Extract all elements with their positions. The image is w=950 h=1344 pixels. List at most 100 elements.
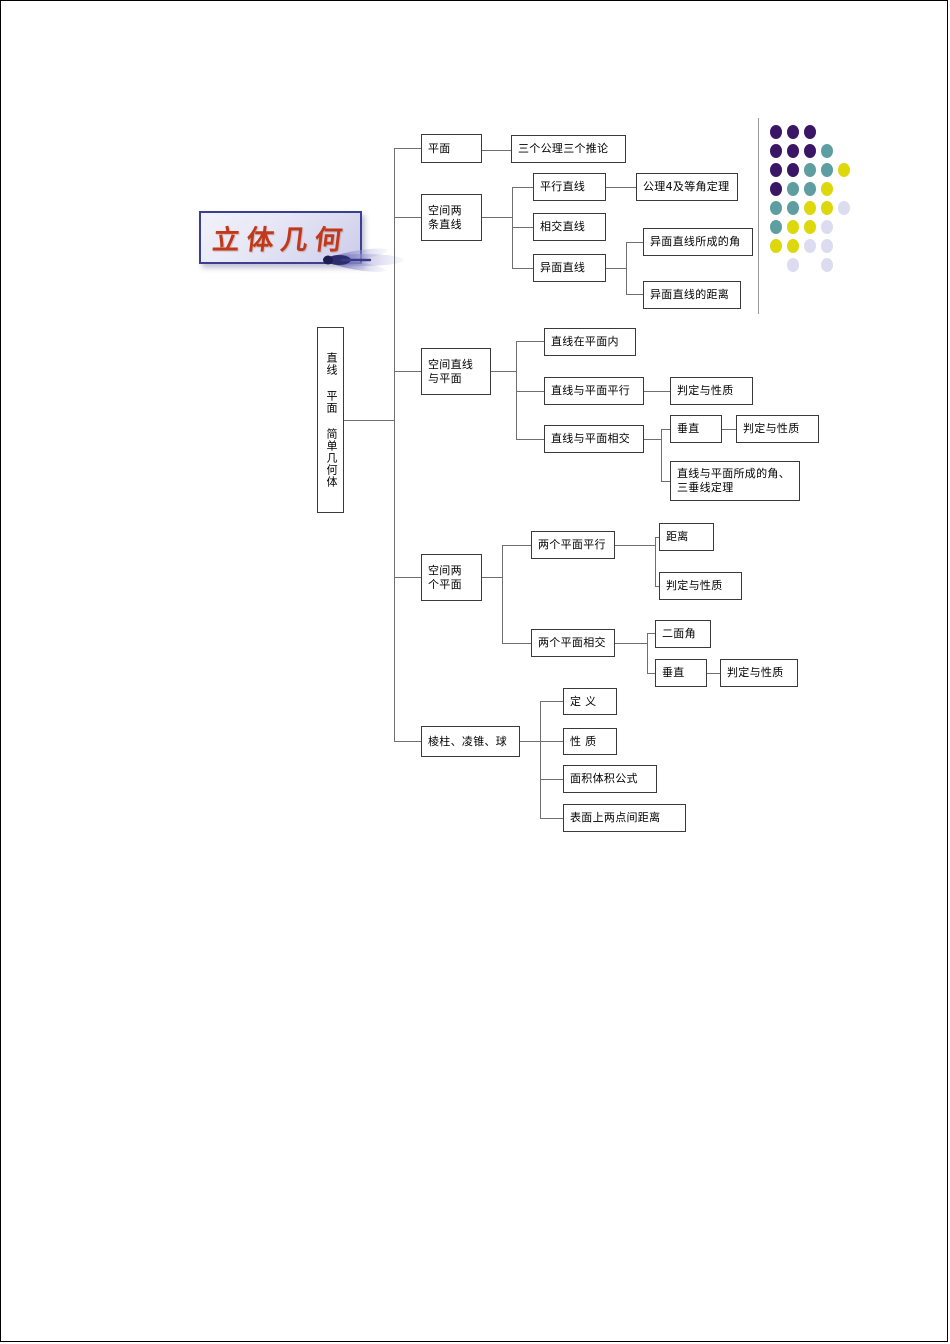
decorative-dot	[804, 201, 816, 215]
node-axiom4: 公理4及等角定理	[636, 173, 738, 201]
connector-bus-to-two-planes-parallel	[502, 545, 531, 546]
decorative-dot	[821, 182, 833, 196]
decorative-dot	[804, 182, 816, 196]
connector-bus-to-area-volume	[540, 779, 563, 780]
connector-two-planes-out	[482, 577, 503, 578]
connector-root-stub	[344, 420, 395, 421]
connector-line-plane-bus	[516, 341, 517, 439]
node-judge-property-3: 判定与性质	[659, 572, 742, 600]
connector-perpendicular-2-to-judge	[707, 673, 720, 674]
node-skew-lines: 异面直线	[533, 254, 606, 282]
decorative-dot	[787, 239, 799, 253]
node-judge-property-4: 判定与性质	[720, 659, 798, 687]
connector-two-planes-bus	[502, 545, 503, 643]
decorative-dot	[770, 239, 782, 253]
decorative-dot	[821, 220, 833, 234]
connector-solids-out	[520, 741, 541, 742]
node-two-planes: 空间两 个平面	[421, 554, 482, 601]
node-line-and-plane: 空间直线 与平面	[421, 348, 491, 395]
node-solids: 棱柱、凌锥、球	[421, 726, 520, 757]
decorative-dot	[770, 220, 782, 234]
decorative-dot	[821, 144, 833, 158]
decorative-dot	[804, 163, 816, 177]
decorative-dot	[821, 239, 833, 253]
title-plate: 立体几何	[199, 211, 362, 264]
decorative-dot	[770, 125, 782, 139]
connector-bus-to-parallel-lines	[512, 187, 533, 188]
decorative-dot	[770, 182, 782, 196]
connector-bus-to-surface-distance	[540, 818, 563, 819]
connector-line-plane-out	[491, 371, 517, 372]
node-line-parallel-plane: 直线与平面平行	[544, 377, 644, 405]
node-line-intersect-plane: 直线与平面相交	[544, 425, 644, 453]
node-judge-property-1: 判定与性质	[670, 377, 753, 405]
connector-skew-bus	[626, 242, 627, 294]
connector-plane-to-axioms	[482, 150, 511, 151]
connector-spine-to-solids	[394, 741, 421, 742]
decorative-dot	[787, 144, 799, 158]
node-distance: 距离	[659, 523, 714, 551]
decorative-dot	[787, 258, 799, 272]
connector-bus-to-two-planes-intersect	[502, 643, 531, 644]
decorative-dot-grid	[770, 125, 860, 275]
decorative-dot	[804, 125, 816, 139]
connector-planes-parallel-bus	[655, 537, 656, 586]
connector-bus-to-line-parallel-plane	[516, 391, 544, 392]
connector-bus-to-skew-angle	[626, 242, 643, 243]
connector-spine-to-two-lines	[394, 217, 421, 218]
decorative-dot	[770, 163, 782, 177]
node-skew-angle: 异面直线所成的角	[643, 228, 753, 256]
decorative-dot	[787, 182, 799, 196]
connector-bus-to-property	[540, 741, 563, 742]
node-definition: 定 义	[563, 688, 617, 715]
connector-skew-lines-out	[606, 268, 627, 269]
connector-spine-to-two-planes	[394, 577, 421, 578]
connector-planes-intersect-bus	[647, 633, 648, 673]
connector-bus-to-line-in-plane	[516, 341, 544, 342]
connector-bus-to-skew-lines	[512, 268, 533, 269]
connector-bus-to-dihedral	[647, 633, 655, 634]
decorative-dot	[787, 220, 799, 234]
decorative-dot	[821, 258, 833, 272]
node-surface-distance: 表面上两点间距离	[563, 804, 686, 832]
decorative-dot	[787, 201, 799, 215]
node-three-axioms: 三个公理三个推论	[511, 135, 626, 163]
connector-line-parallel-to-judge	[644, 391, 670, 392]
node-judge-property-2: 判定与性质	[736, 415, 819, 443]
connector-bus-to-perpendicular-1	[661, 429, 670, 430]
connector-bus-to-line-plane-angle	[661, 481, 670, 482]
decorative-dot	[804, 220, 816, 234]
node-intersect-lines: 相交直线	[533, 213, 606, 241]
page-title: 立体几何	[210, 225, 351, 256]
node-perpendicular-2: 垂直	[655, 659, 707, 687]
decorative-vertical-rule	[758, 118, 759, 314]
decorative-dot	[804, 144, 816, 158]
connector-bus-to-intersect-lines	[512, 227, 533, 228]
node-two-planes-parallel: 两个平面平行	[531, 531, 615, 559]
node-plane: 平面	[421, 134, 482, 163]
node-two-planes-intersect: 两个平面相交	[531, 629, 615, 657]
node-skew-distance: 异面直线的距离	[643, 281, 741, 309]
connector-bus-to-perpendicular-2	[647, 673, 655, 674]
node-parallel-lines: 平行直线	[533, 173, 606, 201]
node-perpendicular-1: 垂直	[670, 415, 722, 443]
connector-bus-to-definition	[540, 701, 563, 702]
decorative-dot	[821, 163, 833, 177]
decorative-dot	[770, 144, 782, 158]
node-dihedral-angle: 二面角	[655, 620, 711, 648]
connector-bus-to-skew-distance	[626, 294, 643, 295]
connector-line-intersect-out	[644, 439, 662, 440]
node-two-lines: 空间两 条直线	[421, 194, 482, 241]
connector-solids-bus	[540, 701, 541, 818]
decorative-dot	[838, 201, 850, 215]
root-node: 直线 平面 简单几何体	[317, 327, 344, 513]
connector-planes-parallel-out	[615, 545, 655, 546]
decorative-dot	[770, 201, 782, 215]
decorative-dot	[787, 163, 799, 177]
node-property: 性 质	[563, 728, 617, 755]
node-area-volume: 面积体积公式	[563, 765, 657, 793]
connector-parallel-lines-to-axiom4	[606, 187, 636, 188]
node-line-plane-angle: 直线与平面所成的角、 三垂线定理	[670, 461, 800, 501]
connector-bus-to-line-intersect-plane	[516, 439, 544, 440]
